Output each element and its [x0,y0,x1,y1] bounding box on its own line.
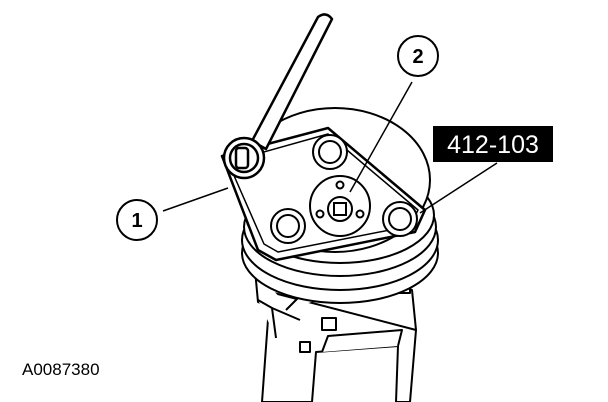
tool-number-text: 412-103 [447,131,539,159]
figure-id: A0087380 [22,360,100,379]
callout-1-label: 1 [131,210,142,232]
callout-2-label: 2 [412,46,423,68]
center-hub [309,175,371,237]
pulley-bolts [270,134,418,244]
tool-handle [222,13,334,180]
leader-lines [162,81,498,214]
callout-1: 1 [116,199,158,241]
tool-number-label: 412-103 [433,126,553,162]
callout-2: 2 [397,35,439,77]
